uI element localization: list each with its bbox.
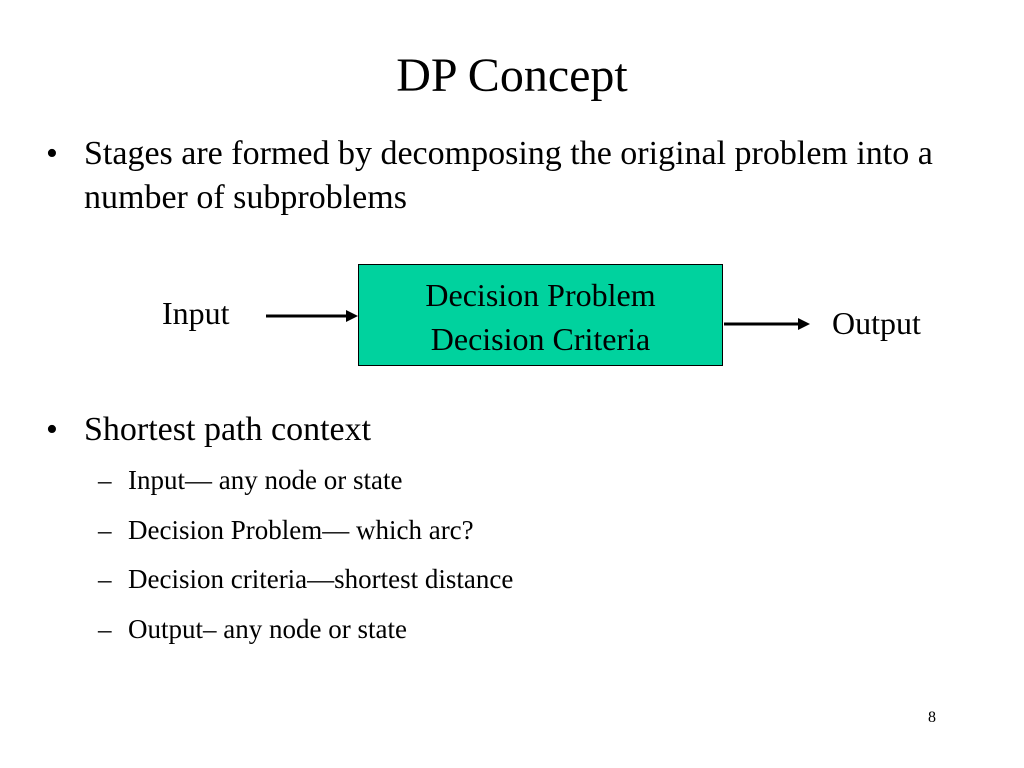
sub-bullet-marker: – [98,465,112,495]
bullet-marker: • [46,135,58,172]
slide-title: DP Concept [396,49,628,102]
decision-box-line-2: Decision Criteria [430,321,651,357]
bullet-item: • Shortest path context [46,408,946,452]
bullet-text: Stages are formed by decomposing the ori… [84,135,933,216]
sub-bullet-marker: – [98,564,112,594]
bullet-marker: • [46,411,58,448]
sub-bullet-marker: – [98,515,112,545]
decision-box-line-1: Decision Problem [425,277,656,313]
diagram-input-label: Input [162,295,230,331]
sub-bullet-marker: – [98,614,112,644]
bullet-item: • Stages are formed by decomposing the o… [46,132,1006,222]
output-arrow-icon [724,318,810,330]
input-arrow-icon [266,310,358,322]
sub-bullet-text: Input— any node or state [128,465,403,495]
decision-box: Decision Problem Decision Criteria [358,264,723,366]
sub-bullet-text: Decision criteria—shortest distance [128,564,514,594]
page-number: 8 [928,709,936,726]
bullet-text: Shortest path context [84,411,372,448]
sub-bullet-text: Output– any node or state [128,614,407,644]
diagram-output-label: Output [832,305,921,341]
sub-bullet-text: Decision Problem— which arc? [128,515,474,545]
